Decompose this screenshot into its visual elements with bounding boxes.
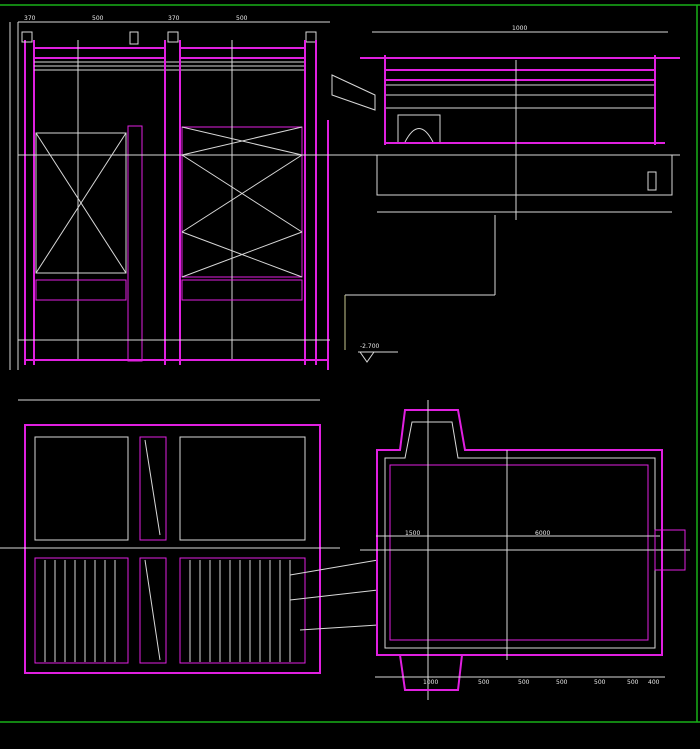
dimension-text: 500: [92, 15, 104, 22]
drawing-frame: [0, 4, 700, 723]
tank-plan-view: 6000 1500 1000 500 500 500 500 500 400: [360, 400, 690, 700]
dimension-bottom-6: 400: [648, 679, 660, 686]
side-section-view: [330, 31, 680, 350]
screen-plan-view: [0, 399, 379, 674]
dimension-long: 6000: [535, 530, 550, 537]
dimension-text: 1000: [512, 25, 527, 32]
dimension-text: 500: [236, 15, 248, 22]
dimension-labels-top: 370 500 370 500 1000: [24, 15, 527, 32]
dimension-bottom-3: 500: [556, 679, 568, 686]
dimension-sump: 1000: [423, 679, 438, 686]
front-elevation-view: [9, 21, 330, 370]
dimension-left: 1500: [405, 530, 420, 537]
dimension-bottom-1: 500: [478, 679, 490, 686]
dimension-bottom-4: 500: [594, 679, 606, 686]
dimension-text: 370: [168, 15, 180, 22]
elevation-marker: -2.700: [358, 343, 398, 363]
dimension-text: 370: [24, 15, 36, 22]
dimension-bottom-2: 500: [518, 679, 530, 686]
dimension-bottom-5: 500: [627, 679, 639, 686]
elevation-label: -2.700: [360, 343, 380, 350]
